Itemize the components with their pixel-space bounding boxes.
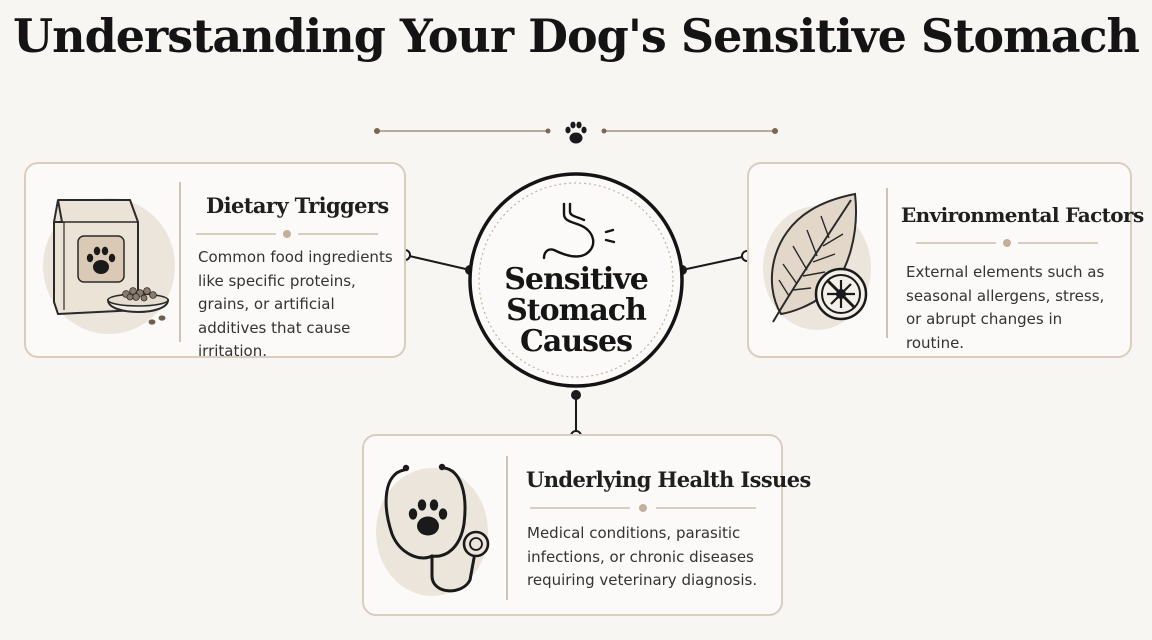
leaf-allergen-icon: [763, 192, 871, 330]
heading-underline: [530, 504, 756, 512]
card-description: Medical conditions, parasitic infections…: [527, 524, 758, 589]
card-description: External elements such as seasonal aller…: [906, 263, 1105, 352]
card-environmental-factors: Environmental Factors External elements …: [747, 162, 1144, 358]
card-heading: Environmental Factors: [901, 203, 1144, 227]
card-description: Common food ingredients like specific pr…: [198, 248, 393, 360]
center-hub: [468, 172, 684, 388]
page-title: Understanding Your Dog's Sensitive Stoma…: [13, 9, 1140, 63]
title-divider: [374, 121, 778, 144]
card-divider: [886, 188, 888, 338]
card-divider: [506, 456, 508, 600]
card-heading: Dietary Triggers: [206, 193, 389, 218]
card-dietary-triggers: Dietary Triggers Common food ingredients…: [24, 162, 406, 360]
center-label: Sensitive Stomach Causes: [504, 262, 649, 359]
card-divider: [179, 182, 181, 342]
card-underlying-health-issues: Underlying Health Issues Medical conditi…: [362, 434, 811, 616]
stomach-icon: [542, 202, 616, 260]
heading-underline: [916, 239, 1098, 247]
paw-icon: [565, 121, 587, 144]
dog-food-bag-icon: [43, 198, 175, 334]
heading-underline: [196, 230, 378, 238]
paw-stethoscope-icon: [376, 463, 490, 596]
card-heading: Underlying Health Issues: [526, 467, 811, 492]
